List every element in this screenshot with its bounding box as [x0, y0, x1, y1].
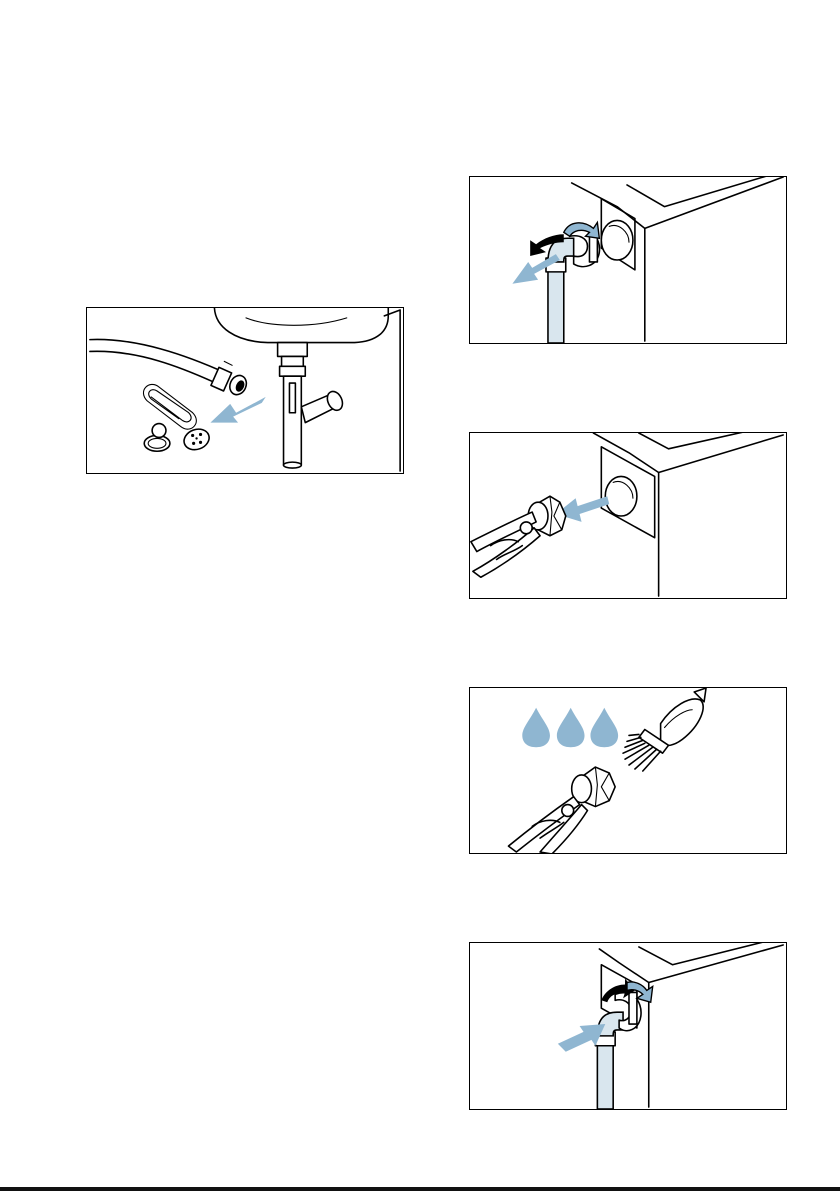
- illustration-reattach-water-supply-hose: [469, 942, 787, 1110]
- arrow-icon: [210, 397, 265, 423]
- water-drop-icon: [522, 708, 550, 748]
- appliance-icon: [572, 177, 783, 341]
- illustration-drain-hose-foreign-objects: [86, 307, 404, 474]
- hose-connector-icon: [595, 992, 641, 1109]
- unscrew-hose-illustration: [470, 177, 786, 343]
- drain-hose-illustration: [87, 308, 403, 473]
- illustration-remove-filter-with-pliers: [469, 432, 787, 599]
- clean-filter-illustration: [470, 688, 786, 853]
- water-drops: [522, 708, 618, 748]
- footer-rule: [0, 1187, 840, 1191]
- brush-icon: [623, 688, 706, 771]
- reattach-hose-illustration: [470, 943, 786, 1109]
- siphon-icon: [278, 343, 346, 468]
- filter-icon: [572, 767, 615, 807]
- drain-hose-icon: [90, 339, 249, 397]
- pliers-icon: [508, 797, 587, 853]
- water-drop-icon: [557, 708, 585, 748]
- illustration-unscrew-water-supply-hose: [469, 176, 787, 344]
- ring-icon: [144, 424, 170, 452]
- paperclip-icon: [143, 384, 196, 429]
- illustration-clean-filter: [469, 687, 787, 854]
- appliance-icon: [593, 433, 783, 596]
- hose-connector-icon: [546, 228, 600, 343]
- water-drop-icon: [590, 708, 618, 748]
- button-icon: [181, 426, 212, 453]
- remove-filter-illustration: [470, 433, 786, 598]
- pliers-icon: [471, 512, 540, 577]
